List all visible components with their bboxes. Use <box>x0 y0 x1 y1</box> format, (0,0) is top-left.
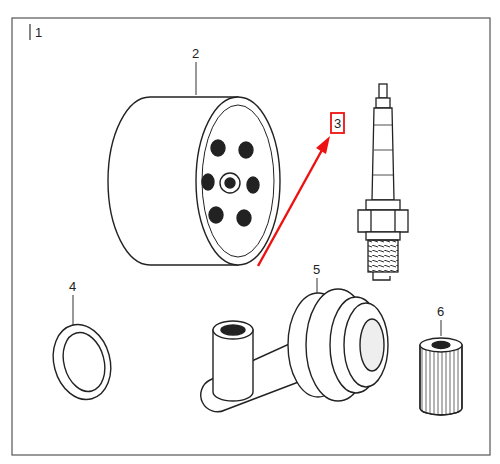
oil-filter <box>108 97 280 265</box>
figure-number: 1 <box>35 26 42 39</box>
index-bar <box>29 24 30 40</box>
spark-plug <box>358 84 408 280</box>
callout-number: 4 <box>69 280 76 293</box>
callout-number: 3 <box>334 117 341 130</box>
callout-number: 6 <box>437 305 444 318</box>
callout-number: 2 <box>192 47 199 60</box>
angle-adapter <box>201 289 388 412</box>
strainer <box>420 338 462 415</box>
red-arrow <box>258 113 344 266</box>
o-ring <box>45 318 119 406</box>
leader-lines <box>73 62 441 336</box>
callout-number: 5 <box>313 263 320 276</box>
frame <box>12 18 490 455</box>
